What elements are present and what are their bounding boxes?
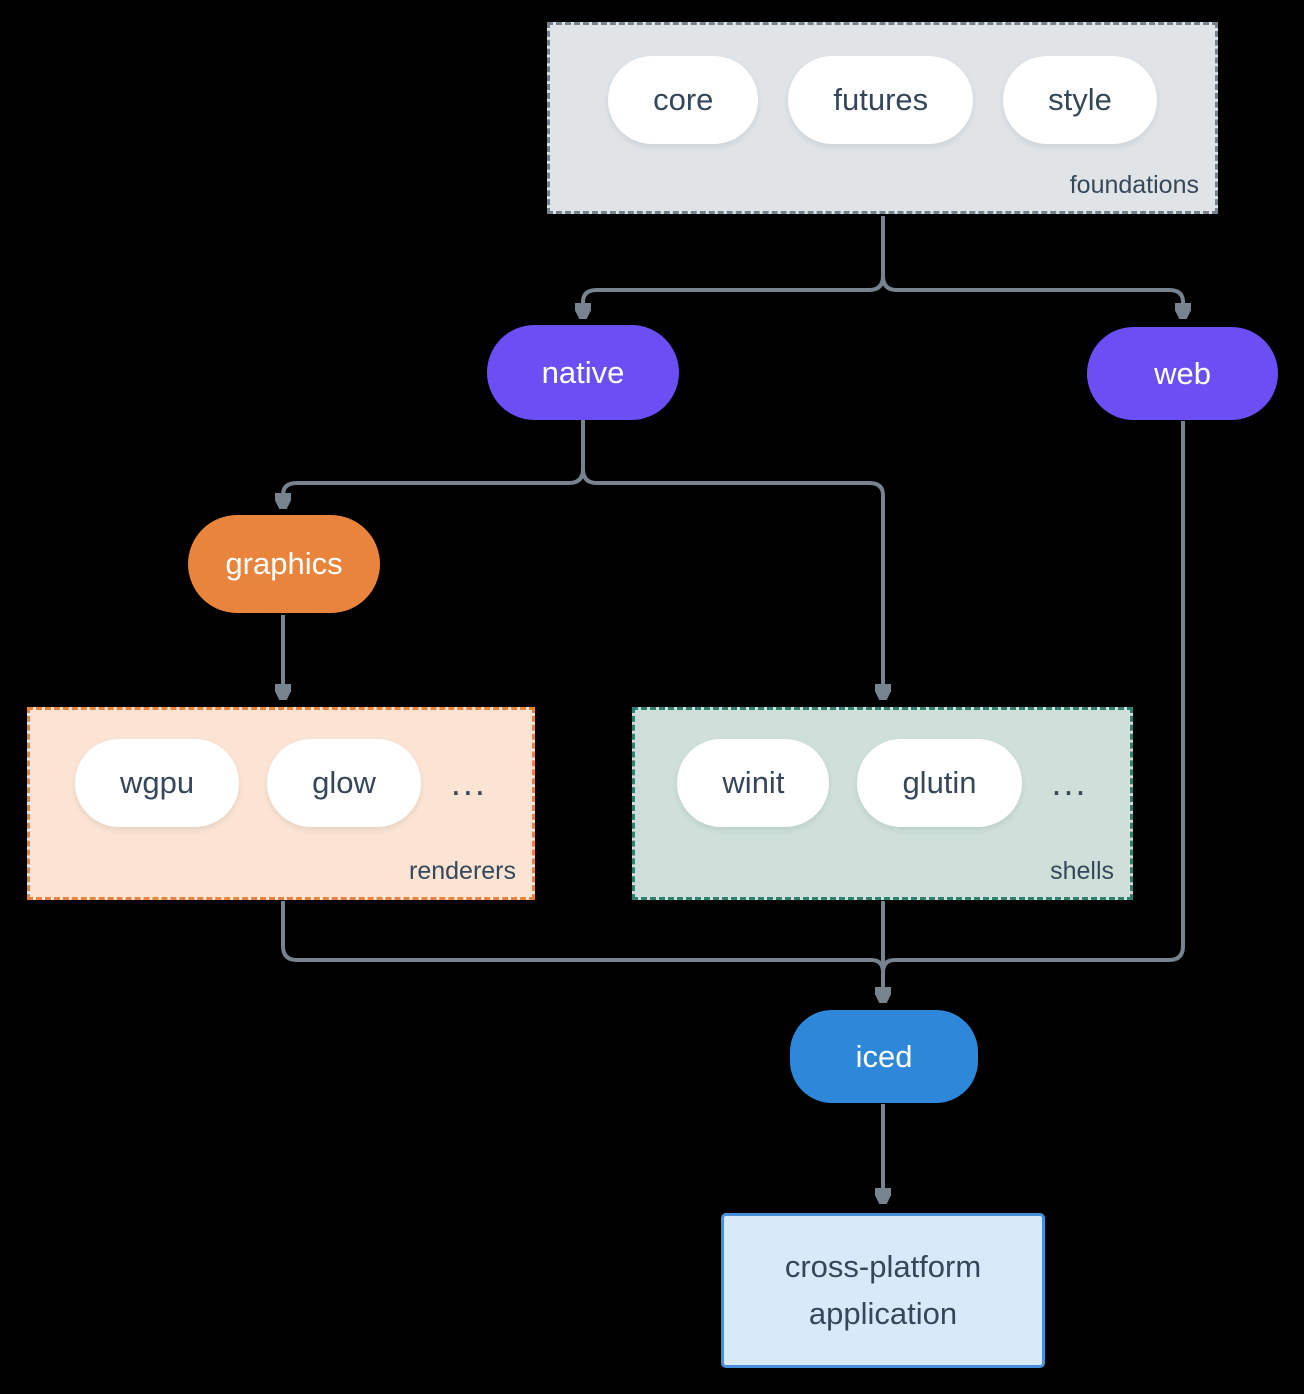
edge-foundations-web (881, 216, 1183, 317)
node-futures: futures (788, 56, 974, 144)
node-glutin: glutin (857, 739, 1022, 827)
renderers-ellipsis: ... (450, 762, 487, 803)
edge-foundations-native (583, 216, 885, 317)
node-winit: winit (677, 739, 830, 827)
edge-native-shells (581, 420, 883, 698)
group-shells: winit glutin ... shells (632, 707, 1133, 900)
node-iced: iced (790, 1010, 978, 1103)
shells-label: shells (1050, 857, 1114, 885)
group-renderers: wgpu glow ... renderers (27, 707, 535, 900)
node-wgpu: wgpu (75, 739, 240, 827)
node-core: core (608, 56, 759, 144)
shells-pill-row: winit glutin ... (635, 710, 1130, 827)
application-label: cross-platform application (784, 1249, 982, 1331)
renderers-pill-row: wgpu glow ... (30, 710, 532, 827)
foundations-pill-row: core futures style (550, 25, 1215, 144)
edge-renderers-merge (281, 901, 885, 973)
node-web: web (1087, 327, 1278, 420)
node-application: cross-platform application (721, 1213, 1045, 1368)
node-graphics: graphics (188, 515, 380, 613)
node-style: style (1003, 56, 1157, 144)
node-native: native (487, 325, 679, 420)
foundations-label: foundations (1069, 171, 1199, 199)
renderers-label: renderers (409, 857, 516, 885)
node-glow: glow (267, 739, 421, 827)
edge-native-graphics (283, 420, 585, 507)
group-foundations: core futures style foundations (547, 22, 1218, 214)
shells-ellipsis: ... (1051, 762, 1088, 803)
